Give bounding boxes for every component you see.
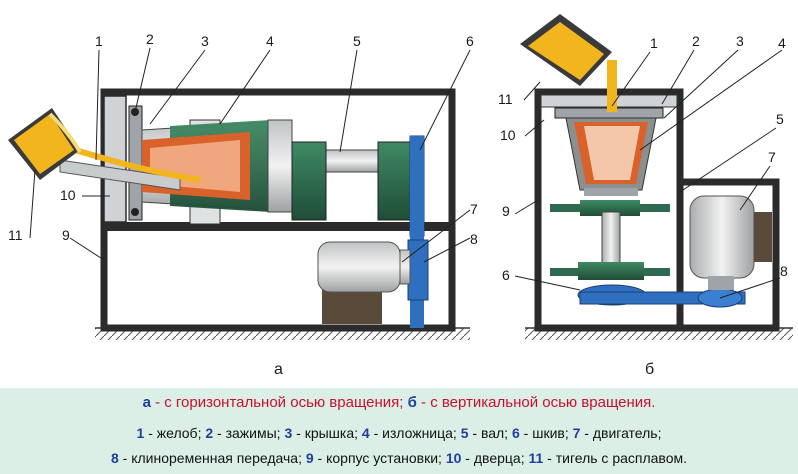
legend-num: 11 [528,450,544,466]
crucible-b [520,14,612,86]
crucible-a [8,108,82,180]
callout-6-b: 6 [502,267,510,283]
legend-num: 4 [361,425,370,441]
caption-b-text: - с вертикальной осью вращения. [416,394,656,411]
callout-11-b: 11 [498,91,513,107]
callout-10-a: 10 [60,187,76,203]
legend-row-1: 1 - желоб; 2 - зажимы; 3 - крышка; 4 - и… [0,425,798,441]
callout-2-a: 2 [146,31,154,47]
legend-num: 10 [445,450,462,466]
legend-text: - изложница; [369,425,461,441]
legend-text: - желоб; [144,425,206,441]
legend-text: - тигель с расплавом. [543,450,688,466]
callout-10-b: 10 [500,127,516,143]
legend-text: - корпус установки; [313,450,446,466]
legend-num: 5 [460,425,469,441]
motor-b [689,195,772,290]
callout-2-b: 2 [692,33,700,49]
callout-1-b: 1 [650,35,658,51]
callout-7-b: 7 [768,149,776,165]
sublabel-a: а [274,361,283,378]
trough-a [59,159,181,191]
callout-9-b: 9 [502,203,510,219]
legend-num: 9 [305,450,314,466]
legend-text: - дверца; [461,450,529,466]
callout-4-a: 4 [266,33,274,49]
caption-b-key: б [407,394,417,411]
legend-text: - зажимы; [213,425,285,441]
callout-11-a: 11 [8,227,23,243]
callout-8-b: 8 [780,263,788,279]
legend-num: 6 [511,425,520,441]
caption-a-text: - с горизонтальной осью вращения; [150,394,408,411]
callout-5-b: 5 [776,111,784,127]
callout-5-a: 5 [353,33,361,49]
legend-text: - вал; [468,425,512,441]
callout-1-a: 1 [95,33,103,49]
legend-row-2: 8 - клиноременная передача; 9 - корпус у… [0,450,798,466]
callout-3-b: 3 [736,33,744,49]
housing-divider-a [104,222,452,231]
sublabel-b: б [645,361,654,378]
figure-a: 1 2 3 4 5 6 7 8 9 10 11 а [8,31,478,378]
legend-num: 7 [572,425,581,441]
callout-9-a: 9 [62,227,70,243]
callout-7-a: 7 [470,201,478,217]
centrifugal-casting-diagram: 1 2 3 4 5 6 7 8 9 10 11 а [8,14,793,378]
caption-a-key: а [142,394,151,411]
caption-panel: а - с горизонтальной осью вращения; б - … [0,388,798,474]
legend-num: 3 [284,425,293,441]
legend-text: - двигатель; [580,425,662,441]
legend-text: - клиноременная передача; [118,450,306,466]
callout-3-a: 3 [201,33,209,49]
legend-text: - крышка; [292,425,362,441]
caption-types-line: а - с горизонтальной осью вращения; б - … [0,394,798,411]
motor-a [317,241,411,324]
legend-text: - шкив; [519,425,573,441]
callout-6-a: 6 [466,33,474,49]
callout-8-a: 8 [470,231,478,247]
legend-num: 2 [205,425,214,441]
figure-b: 1 2 3 4 5 6 7 8 9 10 11 б [498,14,793,378]
callout-4-b: 4 [778,35,786,51]
legend-num: 1 [136,425,145,441]
legend-num: 8 [110,450,119,466]
